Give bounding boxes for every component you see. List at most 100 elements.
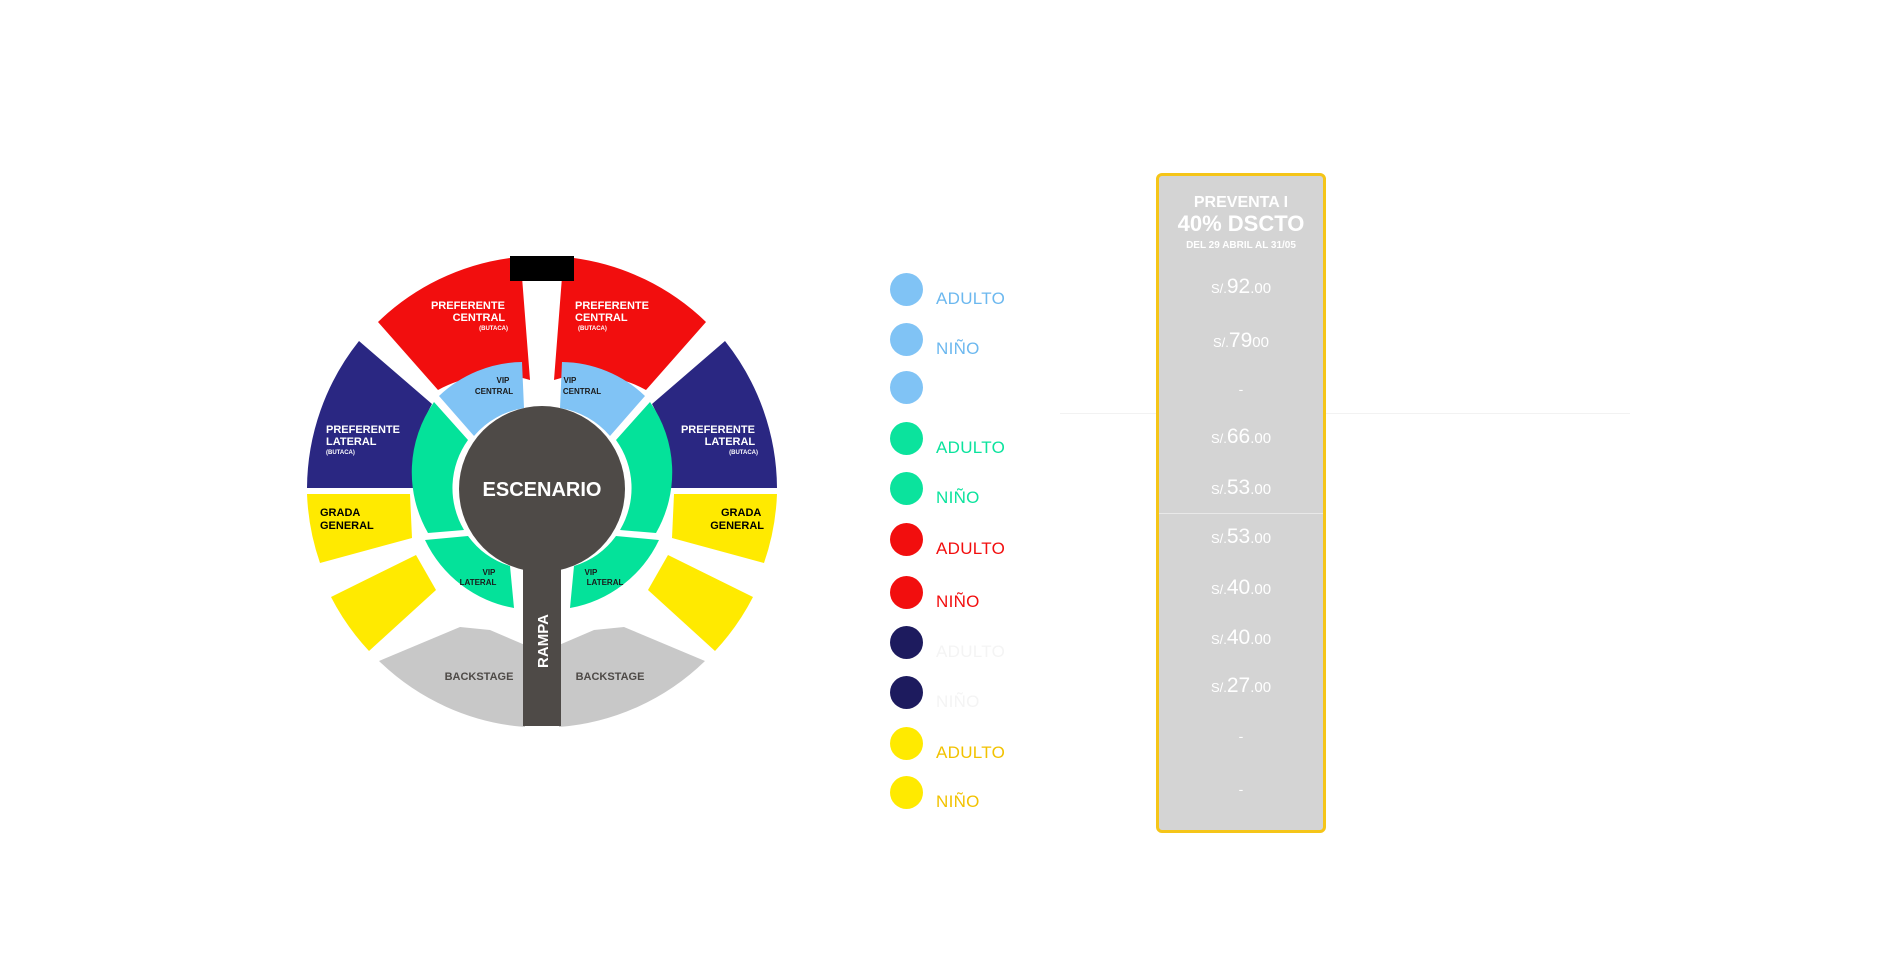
zone-vip-central-left[interactable] xyxy=(439,362,524,436)
price-integer: - xyxy=(1238,728,1244,744)
zone-preferente-lateral-left[interactable] xyxy=(307,341,432,488)
legend-label: NIÑO xyxy=(936,692,980,711)
legend-color-dot xyxy=(890,523,923,556)
legend-color-dot xyxy=(890,323,923,356)
label-grada-right: GRADA GENERAL xyxy=(710,507,764,532)
zone-vip-side-left[interactable] xyxy=(411,402,468,533)
legend-item: ADULTO xyxy=(890,727,1110,767)
label-vip-central-right: VIP CENTRAL xyxy=(563,376,601,396)
label-backstage-right: BACKSTAGE xyxy=(576,671,645,683)
label-vip-lateral-left: VIP LATERAL xyxy=(460,568,498,587)
zone-preferente-lateral-right[interactable] xyxy=(652,341,777,488)
price-decimals: 00 xyxy=(1252,334,1269,351)
zone-grada-general-right[interactable] xyxy=(672,494,777,563)
legend-color-dot xyxy=(890,472,923,505)
stage-entrance-block xyxy=(510,256,574,281)
legend-label: ADULTO xyxy=(936,438,1006,457)
price-integer: 53 xyxy=(1226,476,1251,499)
price-decimals: .00 xyxy=(1250,631,1272,648)
legend-color-dot xyxy=(890,371,923,404)
legend-item: ADULTO xyxy=(890,626,1110,666)
price-currency: S/. xyxy=(1210,531,1227,546)
price-currency: S/. xyxy=(1213,335,1229,350)
zone-preferente-central-left[interactable] xyxy=(378,258,530,390)
price-integer: - xyxy=(1238,781,1244,797)
legend-label: ADULTO xyxy=(936,642,1006,661)
price-decimals: .00 xyxy=(1250,581,1272,598)
price-value: - xyxy=(1159,776,1323,800)
price-currency: S/. xyxy=(1210,281,1227,296)
price-currency: S/. xyxy=(1210,680,1227,695)
zone-preferente-central-right[interactable] xyxy=(554,258,706,390)
zone-grada-general-left[interactable] xyxy=(307,494,412,563)
legend-item: NIÑO xyxy=(890,676,1110,716)
legend-color-dot xyxy=(890,676,923,709)
zone-vip-lateral-left[interactable] xyxy=(425,536,514,608)
price-currency: S/. xyxy=(1210,582,1227,597)
price-integer: 27 xyxy=(1226,674,1251,697)
legend-color-dot xyxy=(890,626,923,659)
price-integer: 40 xyxy=(1226,576,1251,599)
zone-grada-lower-right[interactable] xyxy=(648,555,753,651)
zone-backstage-right xyxy=(559,627,705,727)
legend-item: NIÑO xyxy=(890,323,1110,363)
zone-vip-side-right[interactable] xyxy=(616,402,673,533)
zone-vip-lateral-right[interactable] xyxy=(570,536,659,608)
legend-label: ADULTO xyxy=(936,289,1006,308)
price-integer: 92 xyxy=(1226,275,1251,298)
label-pref-central-right: PREFERENTE CENTRAL (BUTACA) xyxy=(575,300,652,332)
legend-item: ADULTO xyxy=(890,273,1110,313)
preventa-price-panel: PREVENTA I 40% DSCTO DEL 29 ABRIL AL 31/… xyxy=(1156,173,1326,833)
ramp-label: RAMPA xyxy=(535,614,552,668)
legend-color-dot xyxy=(890,273,923,306)
label-pref-lateral-left: PREFERENTE LATERAL (BUTACA) xyxy=(326,424,403,456)
price-decimals: .00 xyxy=(1250,280,1272,297)
legend-label: ADULTO xyxy=(936,539,1006,558)
zone-grada-lower-left[interactable] xyxy=(331,555,436,651)
label-grada-left: GRADA GENERAL xyxy=(320,507,374,532)
label-pref-central-left: PREFERENTE CENTRAL (BUTACA) xyxy=(431,300,508,332)
stage-label: ESCENARIO xyxy=(483,479,602,501)
legend-color-dot xyxy=(890,422,923,455)
legend-item: ADULTO xyxy=(890,523,1110,563)
label-vip-lateral-right: VIP LATERAL xyxy=(585,568,624,587)
price-decimals: .00 xyxy=(1250,430,1272,447)
price-value: - xyxy=(1159,376,1323,400)
price-currency: S/. xyxy=(1210,482,1227,497)
price-decimals: .00 xyxy=(1250,530,1272,547)
price-value: S/.7900 xyxy=(1159,329,1323,353)
label-vip-central-left: VIP CENTRAL xyxy=(475,376,513,396)
price-currency: S/. xyxy=(1210,431,1227,446)
legend-item: ADULTO xyxy=(890,422,1110,462)
zone-vip-central-right[interactable] xyxy=(560,362,645,436)
stage xyxy=(459,406,625,572)
price-decimals: .00 xyxy=(1250,679,1272,696)
legend-label: NIÑO xyxy=(936,339,980,358)
legend-item: NIÑO xyxy=(890,776,1110,816)
legend-item: NIÑO xyxy=(890,576,1110,616)
price-value: S/.40.00 xyxy=(1159,626,1323,650)
legend-label: NIÑO xyxy=(936,592,980,611)
price-value: S/.27.00 xyxy=(1159,674,1323,698)
price-integer: 66 xyxy=(1226,425,1251,448)
legend-label: ADULTO xyxy=(936,743,1006,762)
legend-color-dot xyxy=(890,727,923,760)
label-pref-lateral-right: PREFERENTE LATERAL (BUTACA) xyxy=(681,424,758,456)
price-value: S/.92.00 xyxy=(1159,275,1323,299)
label-backstage-left: BACKSTAGE xyxy=(445,671,514,683)
legend-color-dot xyxy=(890,576,923,609)
price-value: S/.40.00 xyxy=(1159,576,1323,600)
price-value: S/.53.00 xyxy=(1159,476,1323,500)
panel-divider xyxy=(1159,513,1323,514)
price-currency: S/. xyxy=(1210,632,1227,647)
panel-discount: 40% DSCTO xyxy=(1177,211,1305,236)
legend-item: NIÑO xyxy=(890,472,1110,512)
price-integer: 40 xyxy=(1226,626,1251,649)
zone-backstage-left xyxy=(379,627,525,727)
legend-label: NIÑO xyxy=(936,488,980,507)
panel-dates: DEL 29 ABRIL AL 31/05 xyxy=(1186,240,1296,251)
price-value: - xyxy=(1159,723,1323,747)
price-integer: 79 xyxy=(1228,329,1253,352)
panel-title: PREVENTA I xyxy=(1193,194,1289,211)
